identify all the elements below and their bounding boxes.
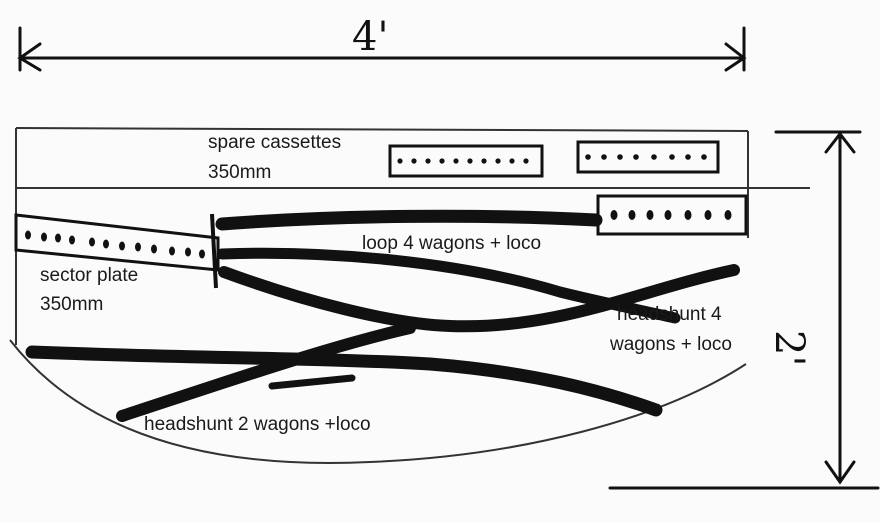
spare-cassettes-label-line1: spare cassettes: [208, 132, 342, 153]
short-track-stub: [268, 374, 356, 390]
main-line-track: [25, 345, 663, 417]
height-label: 2': [766, 330, 812, 367]
height-dimension-arrow: [608, 130, 880, 490]
headshunt-2-track: [116, 322, 416, 422]
sector-plate: [14, 213, 220, 289]
spare-cassette-1: [388, 144, 544, 178]
spare-cassettes-label-line2: 350mm: [208, 162, 272, 183]
sector-plate-label-line2: 350mm: [40, 294, 104, 315]
headshunt-2-label: headshunt 2 wagons +loco: [144, 414, 371, 435]
headshunt-4-label-line1: headshunt 4: [617, 304, 722, 325]
width-label: 4': [352, 14, 389, 60]
width-dimension-arrow: [17, 26, 747, 72]
sector-plate-label-line1: sector plate: [40, 265, 139, 286]
loop-label: loop 4 wagons + loco: [362, 233, 542, 254]
loop-cassette: [596, 194, 748, 236]
loop-track-top: [215, 209, 603, 231]
spare-cassette-2: [576, 140, 720, 174]
headshunt-4-track: [218, 264, 740, 333]
headshunt-4-label-line2: wagons + loco: [610, 334, 732, 355]
loop-track-lower: [216, 247, 681, 324]
